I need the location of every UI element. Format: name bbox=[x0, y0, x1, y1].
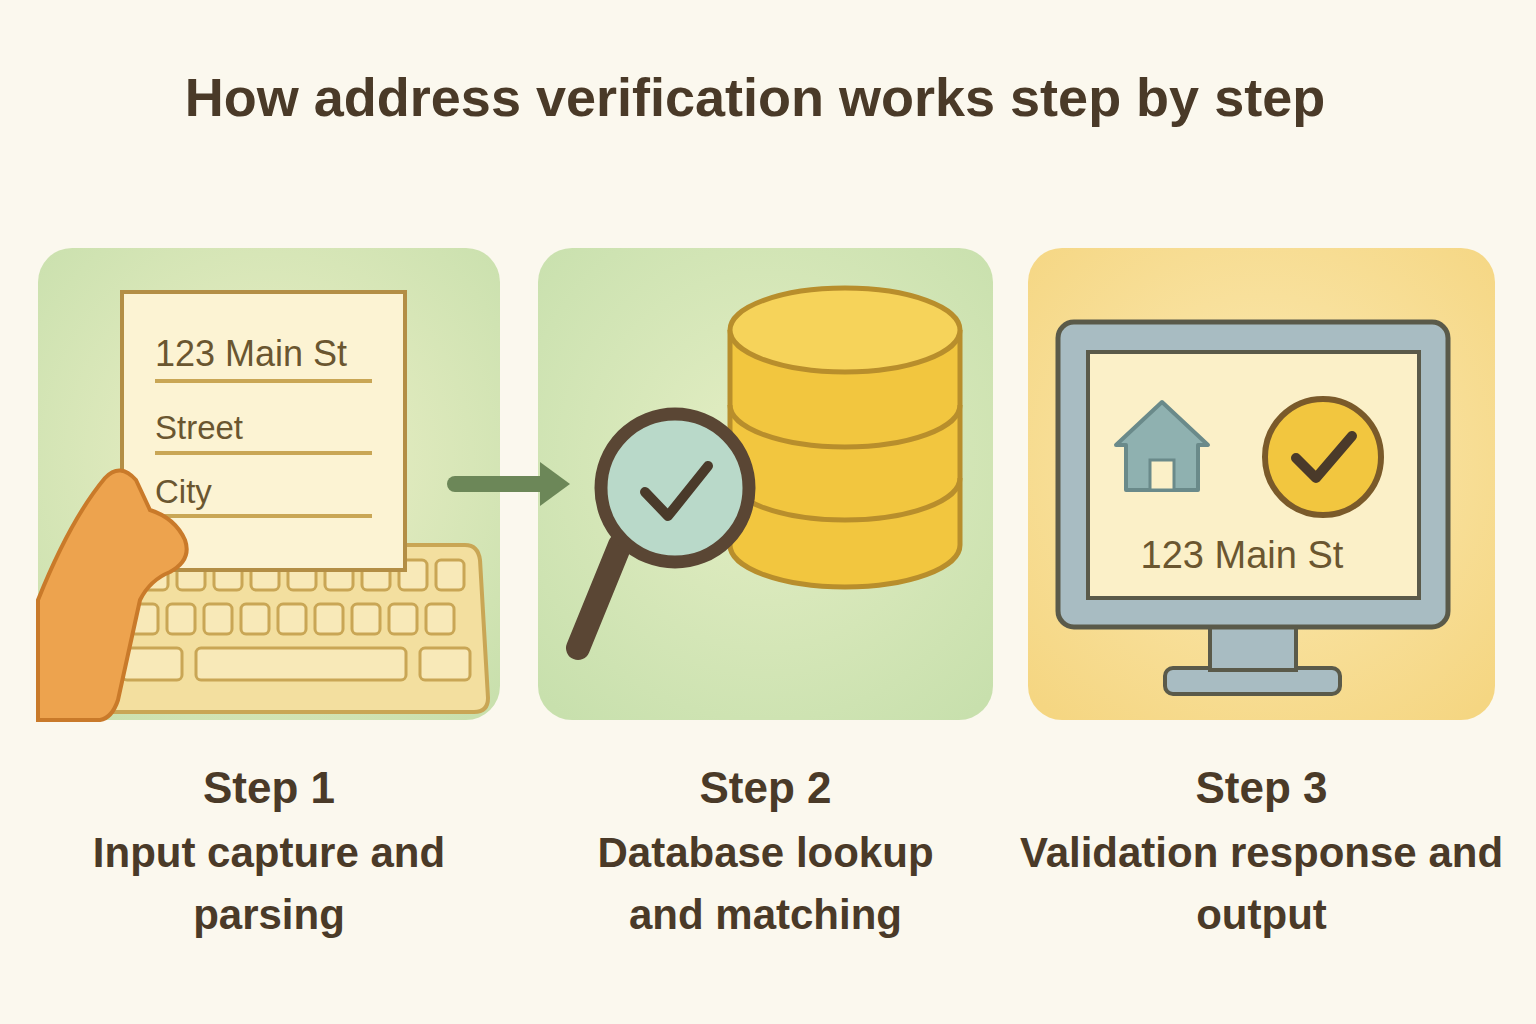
key bbox=[167, 604, 195, 634]
diagram-title: How address verification works step by s… bbox=[130, 60, 1380, 134]
key bbox=[241, 604, 269, 634]
illustration-text: 123 Main St bbox=[1141, 532, 1344, 578]
database bbox=[730, 288, 960, 587]
illustration-text: Street bbox=[155, 408, 243, 448]
flow-arrow bbox=[455, 462, 570, 506]
key bbox=[196, 648, 406, 680]
key bbox=[204, 604, 232, 634]
key bbox=[352, 604, 380, 634]
step-heading: Step 2 bbox=[556, 760, 976, 816]
step-heading: Step 1 bbox=[84, 760, 454, 816]
panel-bg bbox=[538, 248, 993, 720]
step-heading: Step 3 bbox=[1012, 760, 1512, 816]
panel-bg bbox=[38, 248, 500, 720]
key bbox=[389, 604, 417, 634]
key bbox=[278, 604, 306, 634]
panel-bg bbox=[1028, 248, 1495, 720]
magnifier bbox=[578, 414, 749, 648]
key bbox=[436, 560, 464, 590]
step-caption: Step 2 Database lookup and matching bbox=[556, 720, 976, 946]
arrow-head bbox=[540, 462, 570, 506]
illustration-text: 123 Main St bbox=[155, 332, 347, 375]
step-panel: Step 3Validation response and output bbox=[1028, 248, 1495, 720]
key bbox=[426, 604, 454, 634]
arrow-shaft bbox=[455, 476, 544, 492]
step-description: Database lookup and matching bbox=[556, 822, 976, 946]
key bbox=[122, 648, 182, 680]
step-panel: Step 2Database lookup and matching bbox=[538, 248, 993, 720]
check-badge bbox=[1265, 399, 1381, 515]
key bbox=[420, 648, 470, 680]
step-description: Validation response and output bbox=[1012, 822, 1512, 946]
house-icon bbox=[1116, 402, 1208, 490]
step-panel: Step 1Input capture and parsing bbox=[38, 248, 500, 720]
monitor bbox=[1058, 322, 1448, 694]
step-caption: Step 3 Validation response and output bbox=[1012, 720, 1512, 946]
step-caption: Step 1 Input capture and parsing bbox=[84, 720, 454, 946]
step-description: Input capture and parsing bbox=[84, 822, 454, 946]
key bbox=[315, 604, 343, 634]
illustration-text: City bbox=[155, 472, 212, 512]
